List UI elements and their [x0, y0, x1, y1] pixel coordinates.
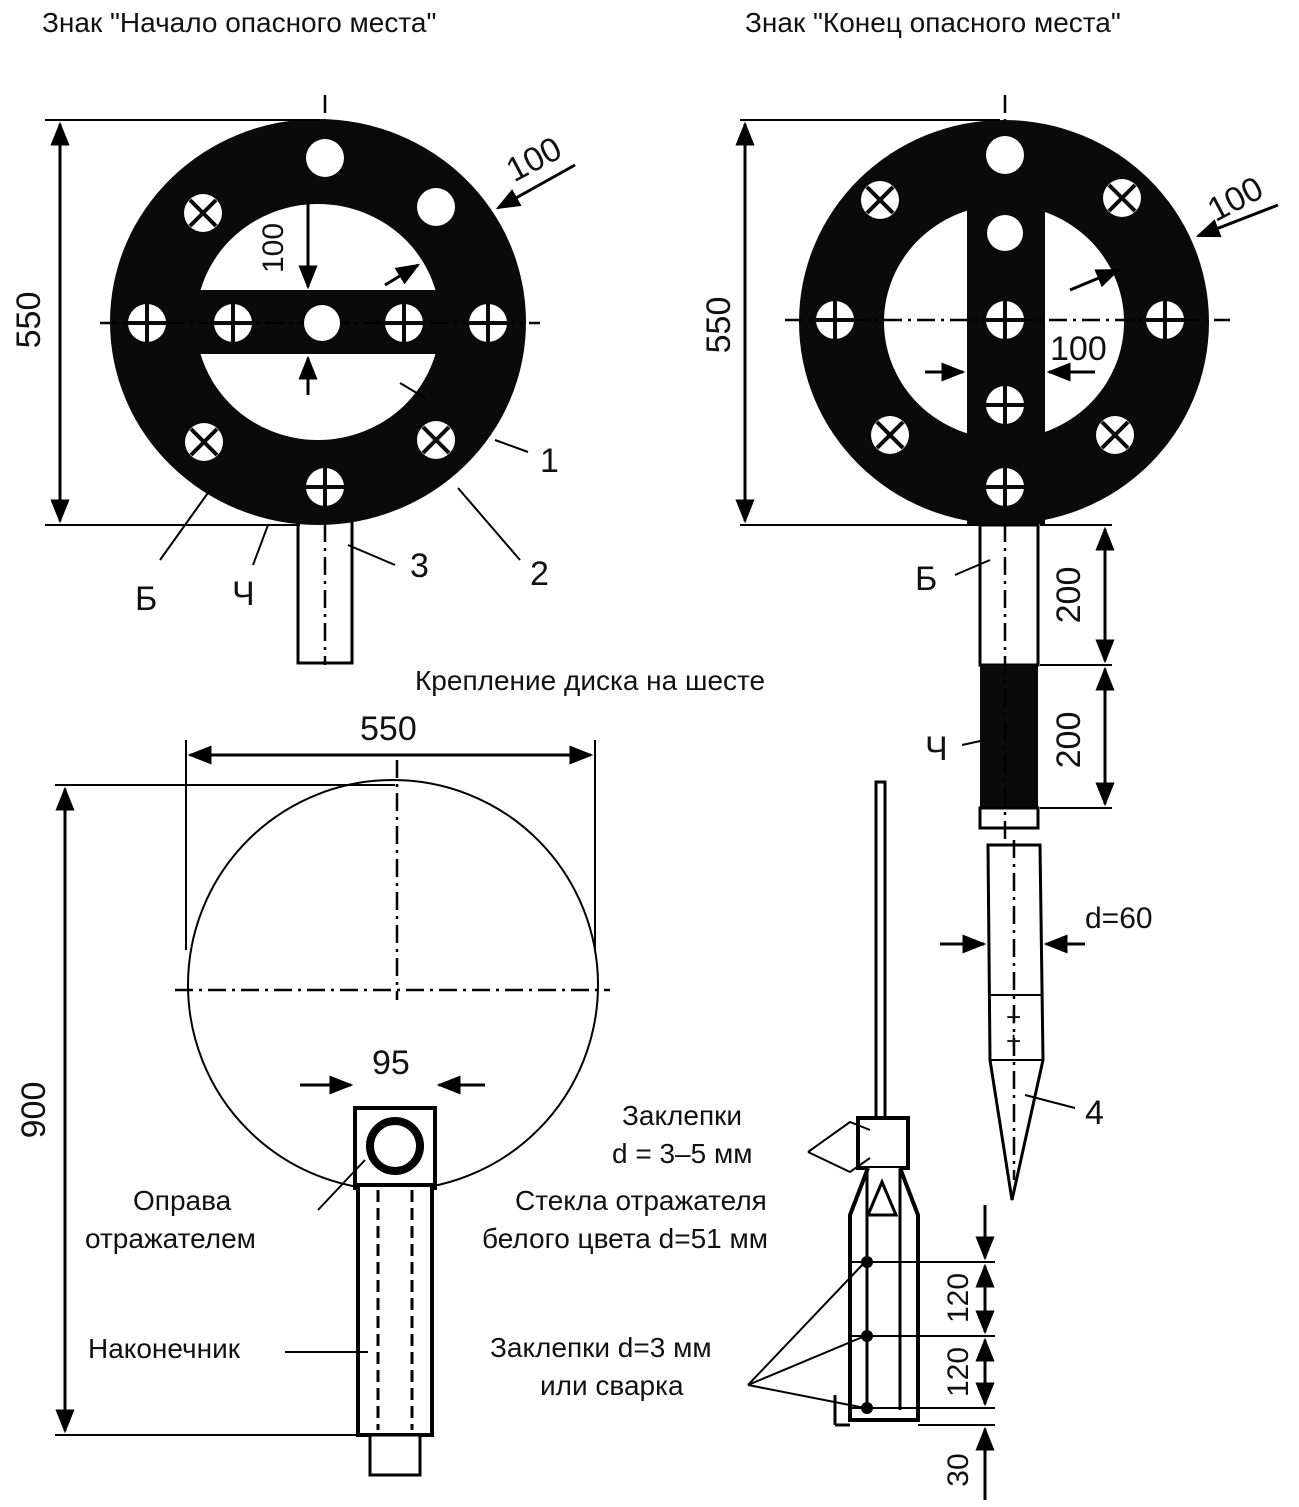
glass-label-2: белого цвета d=51 мм: [482, 1223, 768, 1254]
svg-text:+: +: [1006, 1002, 1021, 1032]
start-label-3: 3: [410, 547, 429, 585]
start-sign-drawing: 550 100 100 1 2 3 Б Ч: [10, 95, 576, 665]
frame-label-1: Оправа: [133, 1185, 232, 1216]
side-dim-120a: 120: [942, 1273, 975, 1323]
start-dim-ring: 100: [500, 130, 568, 190]
stake-label-4: 4: [1085, 1094, 1104, 1132]
side-rod: [874, 780, 887, 1124]
end-dim-ring: 100: [1201, 169, 1269, 229]
end-dim-550: 550: [700, 297, 738, 354]
start-dim-bar: 100: [257, 223, 290, 273]
mount-drawing: 550 900 95 Оправа отражателем Наконечник: [15, 710, 610, 1477]
mount-dim-95: 95: [372, 1044, 410, 1082]
mounting-title: Крепление диска на шесте: [415, 665, 765, 696]
reflector-frame: [366, 1117, 424, 1175]
end-pole-black: [980, 665, 1038, 810]
start-label-b: Б: [135, 580, 157, 618]
end-dim-black: 200: [1050, 712, 1088, 769]
stake-drawing: + + d=60 4: [940, 840, 1153, 1201]
tip-label: Наконечник: [88, 1333, 241, 1364]
end-dim-white: 200: [1050, 567, 1088, 624]
side-dim-30: 30: [942, 1453, 975, 1486]
rivets2-label-1: Заклепки d=3 мм: [490, 1332, 712, 1363]
mount-pole: [356, 1183, 434, 1437]
start-label-ch: Ч: [232, 575, 255, 613]
rivets-label-1: Заклепки: [622, 1100, 742, 1131]
side-dim-120b: 120: [942, 1347, 975, 1397]
start-label-2: 2: [530, 555, 549, 593]
rivets-label-2: d = 3–5 мм: [612, 1138, 752, 1169]
end-dim-bar: 100: [1050, 330, 1107, 368]
start-sign-title: Знак "Начало опасного места": [42, 7, 436, 38]
stake-dim-diameter: d=60: [1085, 902, 1153, 935]
end-label-ch: Ч: [925, 730, 948, 768]
frame-label-2: отражателем: [85, 1223, 256, 1254]
start-label-1: 1: [540, 442, 559, 480]
side-view-drawing: Заклепки d = 3–5 мм Стекла отражателя бе…: [482, 780, 995, 1500]
mount-dim-900: 900: [15, 1082, 53, 1139]
rivets2-label-2: или сварка: [540, 1370, 684, 1401]
glass-label-1: Стекла отражателя: [515, 1185, 767, 1216]
end-pole-white: [978, 523, 1040, 667]
mount-dim-550: 550: [360, 710, 417, 748]
start-dim-550: 550: [10, 292, 48, 349]
end-label-b: Б: [915, 560, 937, 598]
svg-text:+: +: [1006, 1026, 1021, 1056]
end-sign-drawing: 550 100 100 Б Ч 200 200: [700, 95, 1279, 840]
end-sign-title: Знак "Конец опасного места": [745, 7, 1121, 38]
